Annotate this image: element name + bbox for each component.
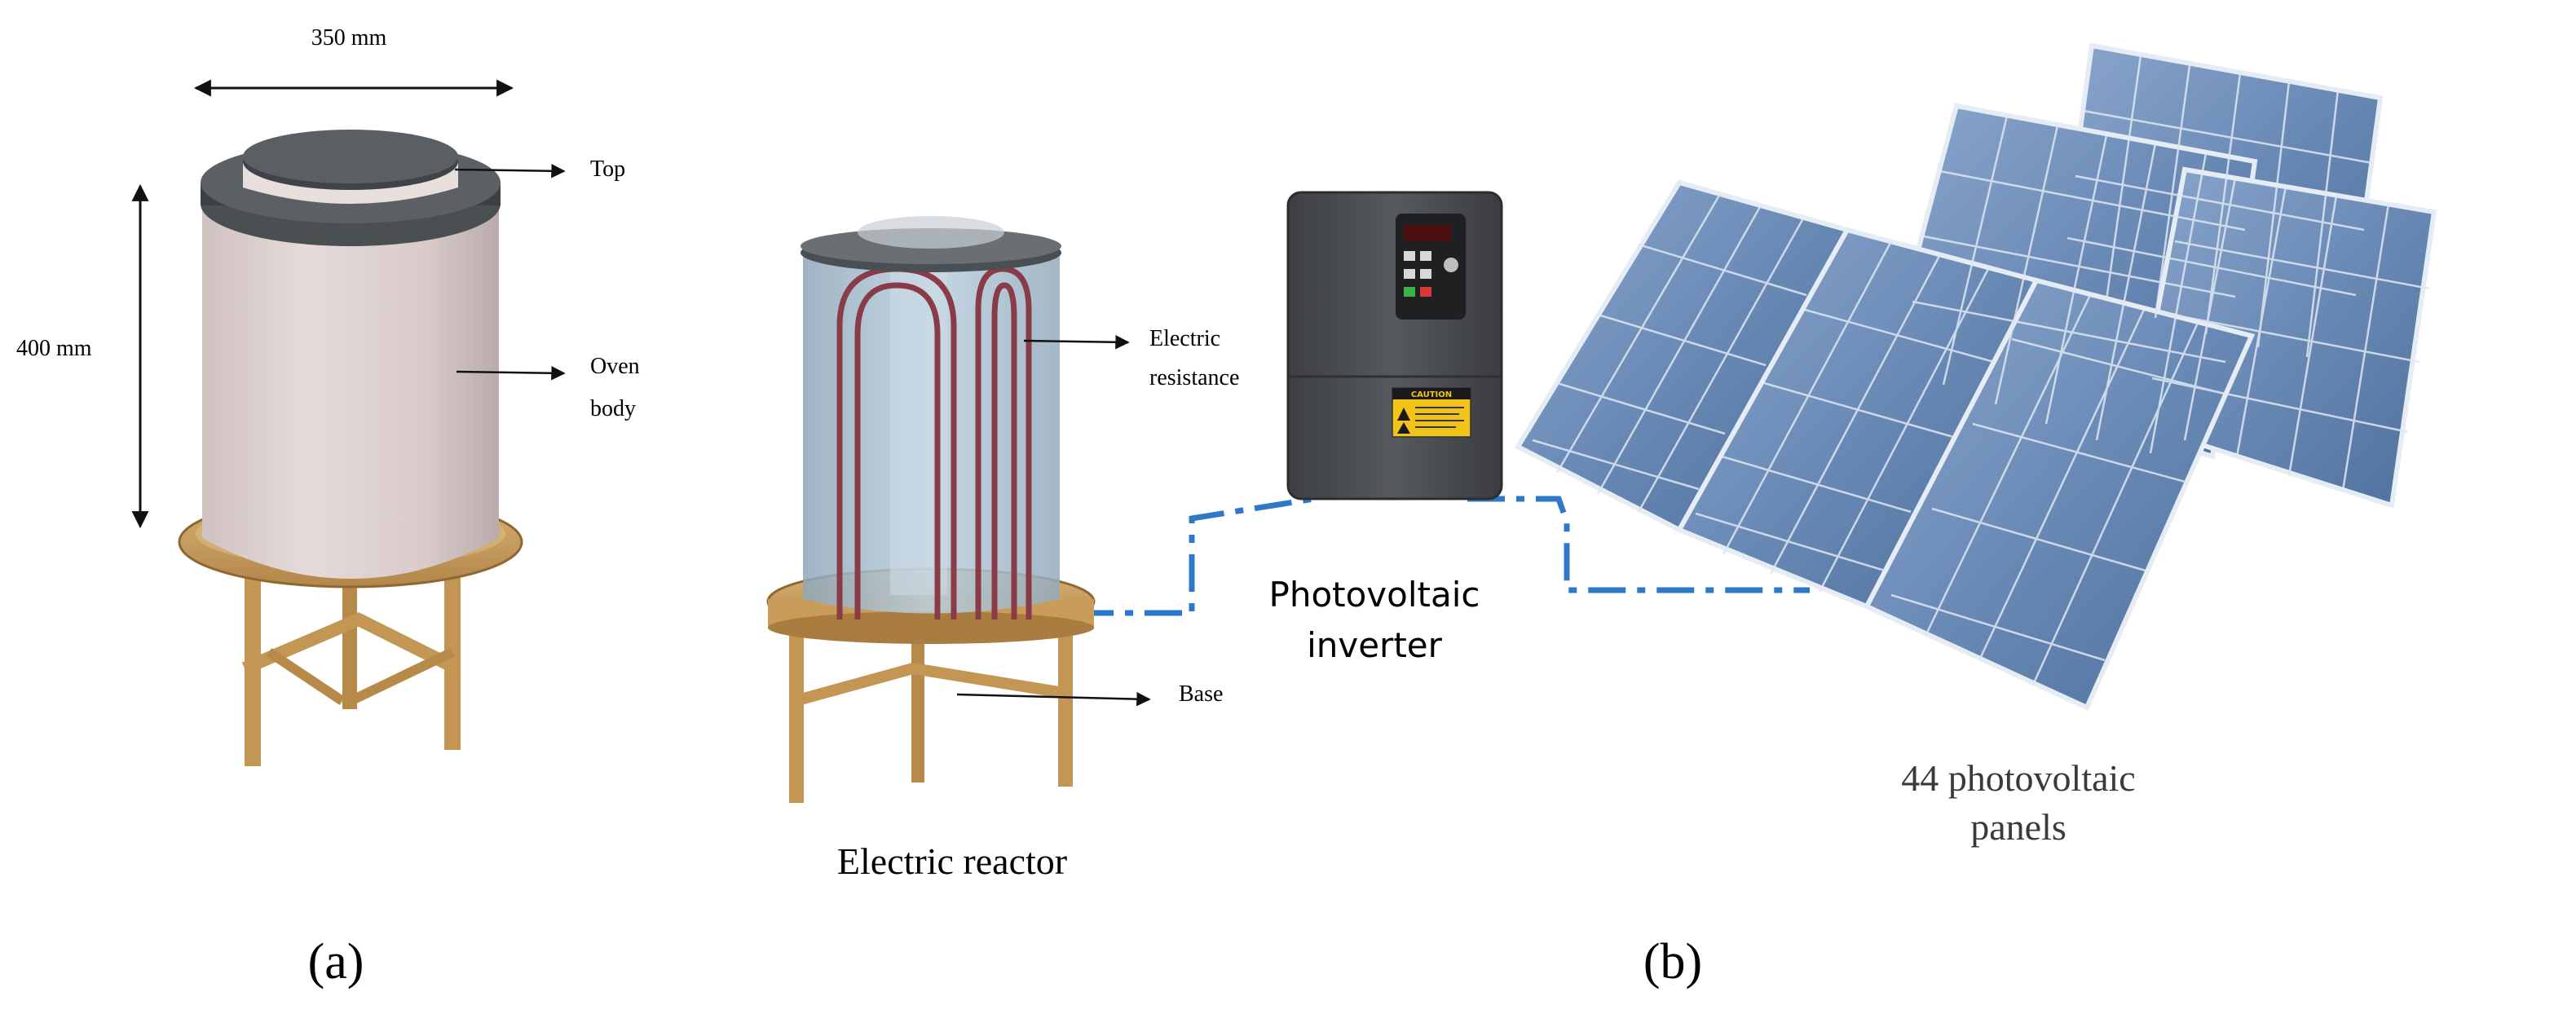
electric-reactor [766, 216, 1096, 803]
panel-b: Electric resistance Base Electric reacto… [766, 42, 2437, 990]
inverter-caption-line1: Photovoltaic [1269, 575, 1480, 615]
inverter-caption-line2: inverter [1307, 625, 1443, 665]
caution-label: CAUTION [1411, 390, 1452, 399]
body-label-line2: body [590, 396, 636, 421]
top-pointer-arrow [454, 164, 566, 179]
caption-b: (b) [1643, 934, 1702, 990]
caution-sticker: CAUTION [1392, 387, 1471, 438]
body-pointer-arrow [456, 366, 566, 381]
panels-caption-line1: 44 photovoltaic [1901, 757, 2135, 799]
pv-panel [1863, 277, 2256, 711]
photovoltaic-panels [1514, 42, 2437, 711]
base-pointer-arrow [956, 691, 1151, 707]
panel-a: 350 mm 400 mm Top Oven body (a) [16, 25, 640, 990]
oven-body [202, 204, 499, 579]
oven-top [201, 130, 501, 246]
reactor-caption: Electric reactor [837, 840, 1067, 882]
photovoltaic-inverter: CAUTION [1286, 191, 1503, 500]
body-label-line1: Oven [590, 354, 640, 379]
connection-line [1076, 496, 1810, 616]
height-dimension-label: 400 mm [16, 336, 92, 361]
base-label: Base [1179, 681, 1223, 707]
width-dimension-label: 350 mm [311, 25, 387, 51]
inverter-keypad [1396, 214, 1466, 320]
resistance-label-line1: Electric [1149, 326, 1220, 351]
caption-a: (a) [308, 934, 364, 990]
top-label: Top [590, 157, 625, 182]
resistance-label-line2: resistance [1149, 365, 1239, 390]
resistance-pointer-arrow [1023, 335, 1130, 350]
panels-caption-line2: panels [1970, 806, 2067, 848]
